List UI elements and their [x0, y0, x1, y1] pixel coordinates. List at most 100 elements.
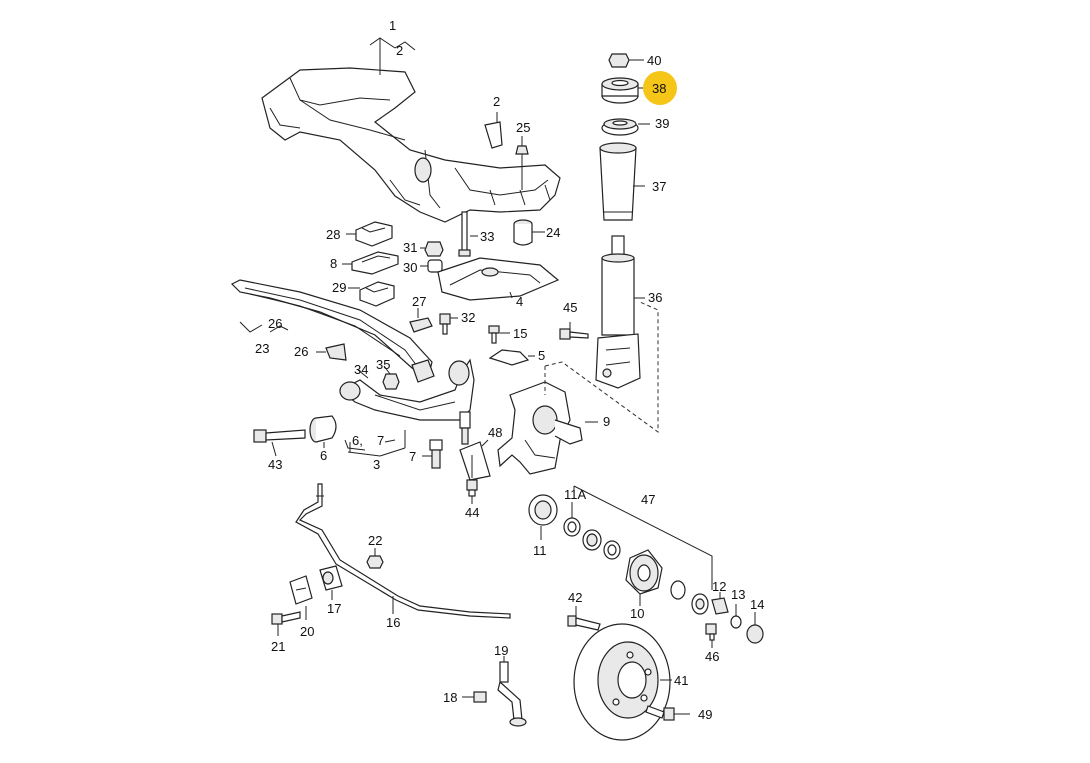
callout-2[interactable]: 2	[493, 94, 500, 109]
callout-42[interactable]: 42	[568, 590, 582, 605]
rubber-mount-part[interactable]	[513, 219, 545, 246]
callout-1[interactable]: 1	[389, 18, 396, 33]
callout-32[interactable]: 32	[461, 310, 475, 325]
bracket-part[interactable]	[484, 121, 503, 149]
callout-10[interactable]: 10	[630, 606, 644, 621]
callout-7-top[interactable]: 7	[377, 433, 384, 448]
callout-7[interactable]: 7	[409, 449, 416, 464]
callout-37[interactable]: 37	[652, 179, 666, 194]
nut-31-part[interactable]	[424, 241, 444, 257]
callout-6[interactable]: 6	[320, 448, 327, 463]
nut-12-part[interactable]	[711, 597, 729, 615]
callout-11a[interactable]: 11A	[564, 487, 586, 502]
strut-part[interactable]	[595, 235, 641, 389]
callout-21[interactable]: 21	[271, 639, 285, 654]
steering-knuckle-part[interactable]	[497, 381, 583, 475]
callout-2-top[interactable]: 2	[396, 43, 403, 58]
callout-16[interactable]: 16	[386, 615, 400, 630]
callout-26[interactable]: 26	[294, 344, 308, 359]
washer-13-part[interactable]	[730, 615, 742, 629]
callout-26-top[interactable]: 26	[268, 316, 282, 331]
callout-45[interactable]: 45	[563, 300, 577, 315]
hub-10-part[interactable]	[625, 549, 663, 595]
callout-39[interactable]: 39	[655, 116, 669, 131]
callout-35[interactable]: 35	[376, 357, 390, 372]
callout-28[interactable]: 28	[326, 227, 340, 242]
callout-13[interactable]: 13	[731, 587, 745, 602]
bush-6-part[interactable]	[309, 415, 337, 443]
callout-12[interactable]: 12	[712, 579, 726, 594]
callout-48[interactable]: 48	[488, 425, 502, 440]
callout-3[interactable]: 3	[373, 457, 380, 472]
bolt-43-part[interactable]	[253, 429, 306, 443]
top-mount-part[interactable]	[601, 77, 639, 104]
callout-41[interactable]: 41	[674, 673, 688, 688]
block-27-part[interactable]	[409, 317, 433, 333]
mount-29-part[interactable]	[348, 281, 395, 307]
callout-30[interactable]: 30	[403, 260, 417, 275]
callout-27[interactable]: 27	[412, 294, 426, 309]
strut-bearing-part[interactable]	[601, 118, 639, 136]
callout-25[interactable]: 25	[516, 120, 530, 135]
callout-38[interactable]: 38	[652, 81, 666, 96]
bush-30-part[interactable]	[427, 259, 443, 273]
callout-33[interactable]: 33	[480, 229, 494, 244]
callout-24[interactable]: 24	[546, 225, 560, 240]
stabilizer-bar-part[interactable]	[295, 483, 511, 619]
plate-8-part[interactable]	[342, 251, 399, 275]
clip-5-part[interactable]	[488, 349, 535, 366]
callout-20[interactable]: 20	[300, 624, 314, 639]
subframe-part[interactable]	[261, 50, 561, 223]
callout-49[interactable]: 49	[698, 707, 712, 722]
bolt-15-part[interactable]	[488, 325, 510, 344]
nut-18-part[interactable]	[473, 691, 487, 703]
callout-23[interactable]: 23	[255, 341, 269, 356]
callout-34[interactable]: 34	[354, 362, 368, 377]
clamp-20-part[interactable]	[289, 575, 313, 605]
callout-8[interactable]: 8	[330, 256, 337, 271]
mounting-plate-part[interactable]	[437, 257, 560, 301]
bolt-49-part[interactable]	[645, 705, 675, 721]
ring-11a-part[interactable]	[563, 517, 581, 537]
callout-9[interactable]: 9	[603, 414, 610, 429]
dust-shield-11-part[interactable]	[528, 494, 558, 526]
bush-17-part[interactable]	[319, 565, 343, 591]
cap-14-part[interactable]	[746, 624, 764, 644]
stabilizer-link-part[interactable]	[497, 661, 527, 727]
callout-44[interactable]: 44	[465, 505, 479, 520]
callout-40[interactable]: 40	[647, 53, 661, 68]
control-arm-part[interactable]	[338, 358, 475, 445]
leaf-spring-part[interactable]	[230, 279, 435, 383]
callout-6-comma[interactable]: 6,	[352, 433, 363, 448]
callout-17[interactable]: 17	[327, 601, 341, 616]
mount-pad-28-part[interactable]	[346, 221, 393, 247]
callout-18[interactable]: 18	[443, 690, 457, 705]
nut-25-part[interactable]	[515, 145, 529, 155]
callout-15[interactable]: 15	[513, 326, 527, 341]
bolt-32-part[interactable]	[439, 313, 458, 335]
bolt-21-part[interactable]	[271, 611, 301, 625]
callout-31[interactable]: 31	[403, 240, 417, 255]
nut-40-part[interactable]	[608, 53, 630, 68]
bolt-45-part[interactable]	[559, 328, 589, 340]
wedge-26-part[interactable]	[325, 343, 347, 361]
callout-19[interactable]: 19	[494, 643, 508, 658]
callout-43[interactable]: 43	[268, 457, 282, 472]
callout-46[interactable]: 46	[705, 649, 719, 664]
callout-47[interactable]: 47	[641, 492, 655, 507]
nut-22-part[interactable]	[366, 555, 384, 569]
bearing-part[interactable]	[582, 529, 621, 560]
nut-35-part[interactable]	[382, 373, 400, 390]
bracket-48-part[interactable]	[459, 441, 491, 481]
callout-5[interactable]: 5	[538, 348, 545, 363]
hub-bearing-part[interactable]	[670, 580, 709, 615]
callout-29[interactable]: 29	[332, 280, 346, 295]
callout-14[interactable]: 14	[750, 597, 764, 612]
callout-11[interactable]: 11	[533, 543, 547, 558]
callout-36[interactable]: 36	[648, 290, 662, 305]
bolt-46-part[interactable]	[705, 623, 717, 641]
dust-boot-part[interactable]	[599, 142, 637, 221]
callout-4[interactable]: 4	[516, 294, 523, 309]
bolt-44-part[interactable]	[466, 479, 478, 497]
brake-disc-part[interactable]	[573, 623, 671, 741]
